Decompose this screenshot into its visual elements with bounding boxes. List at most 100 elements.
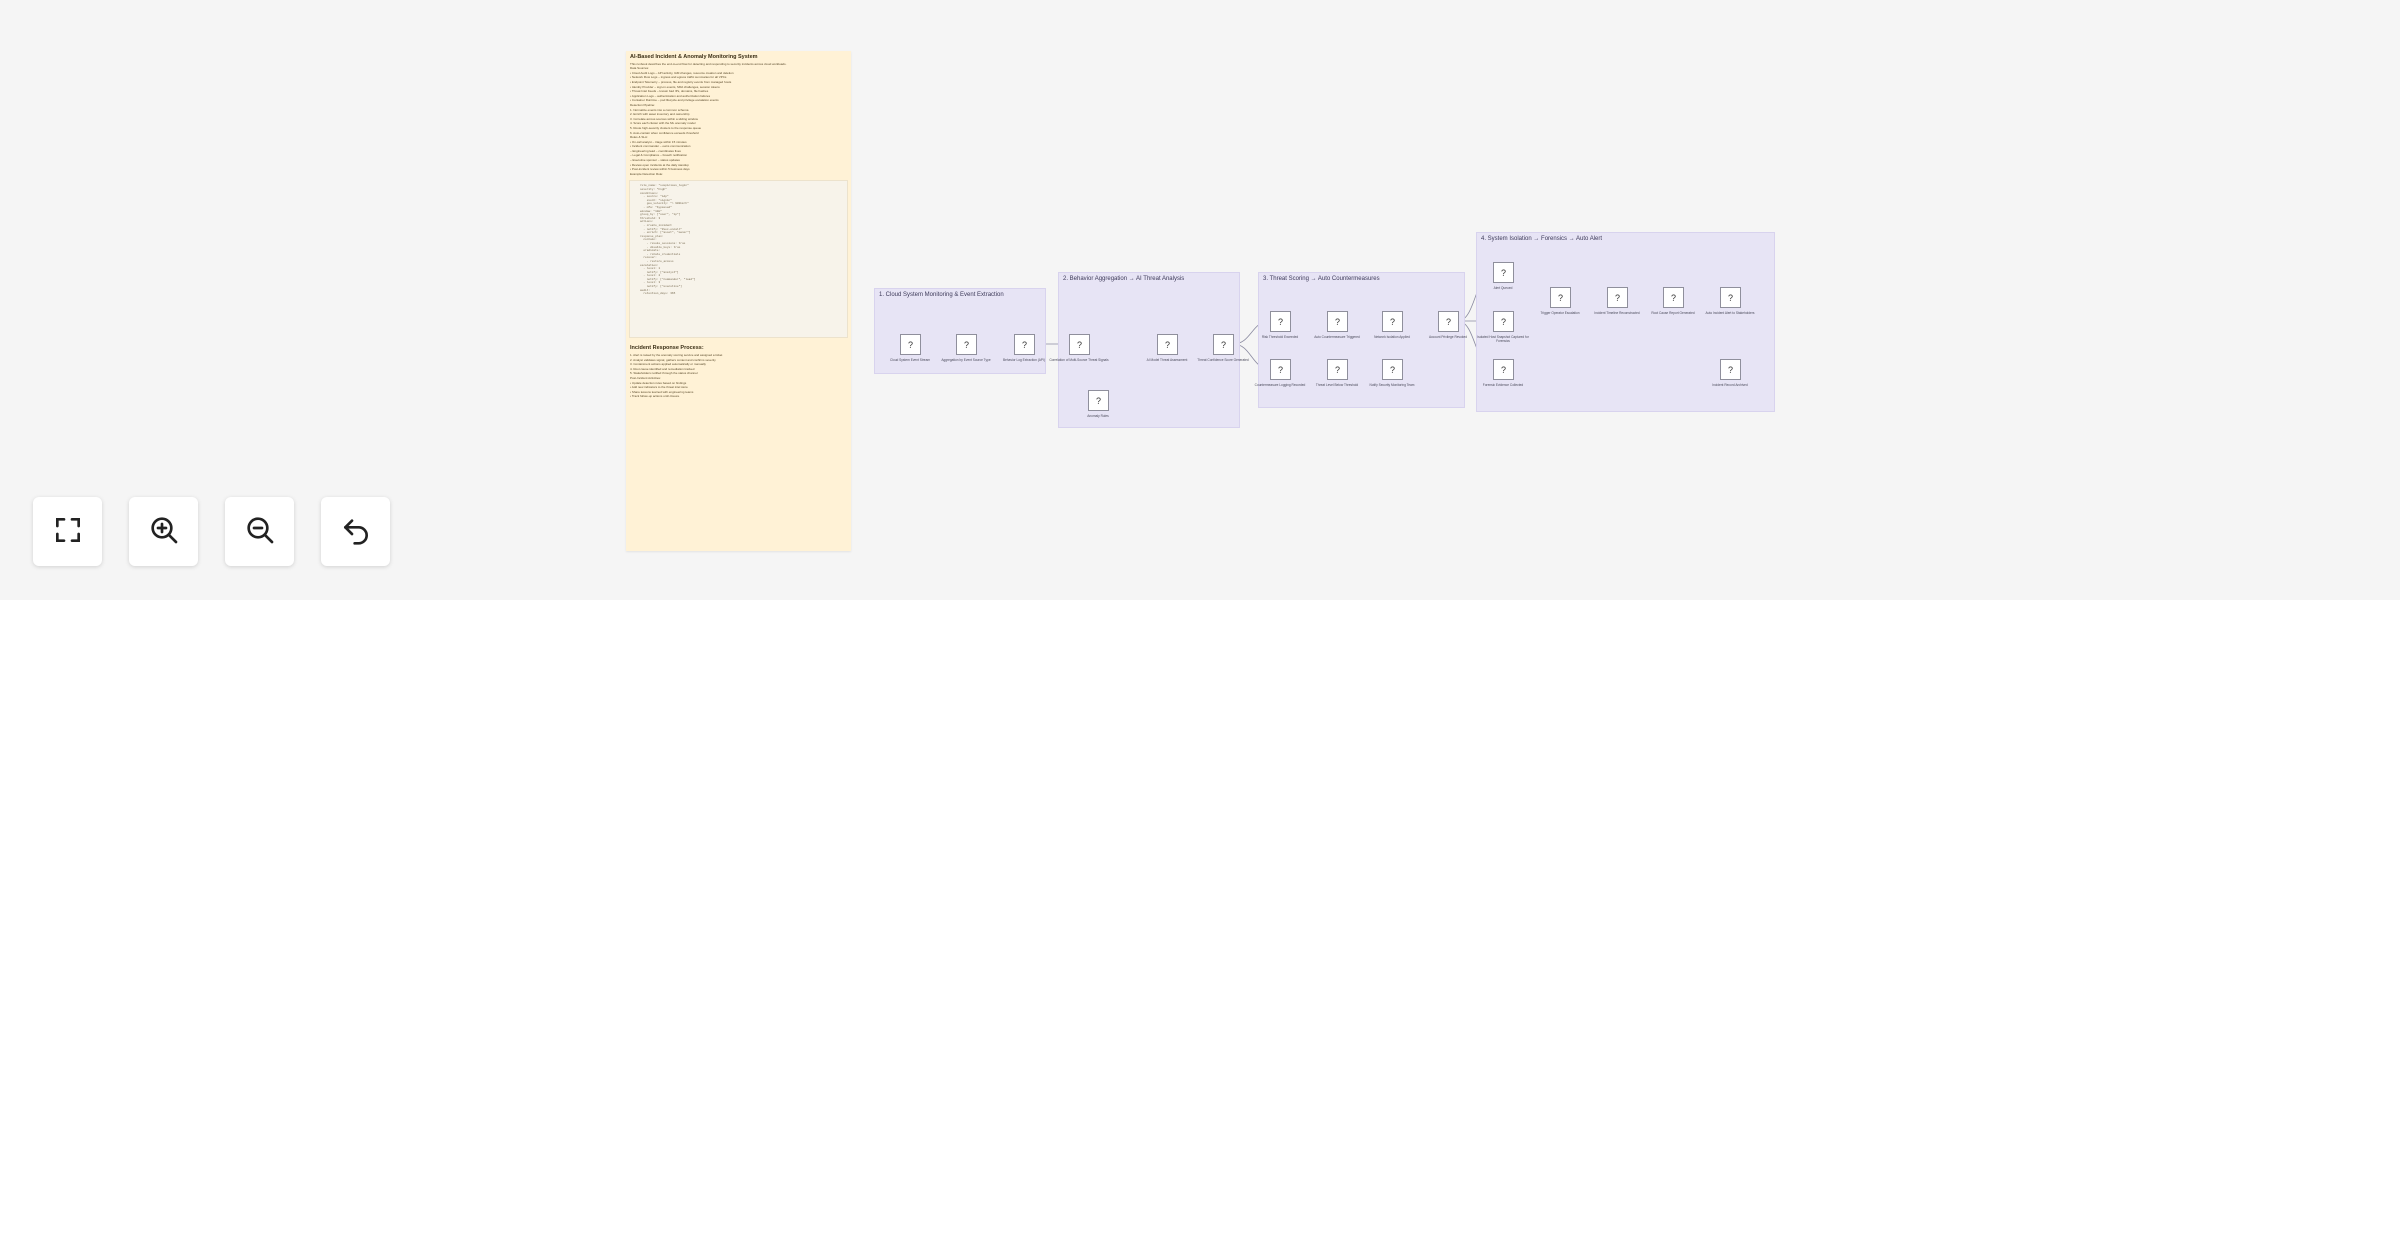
note-line: severity: "high" <box>640 188 667 192</box>
diagram-node[interactable]: ? <box>1069 334 1090 355</box>
diagram-node[interactable]: ? <box>1438 311 1459 332</box>
undo-icon <box>340 514 372 549</box>
note-line: • Threat Intel Feeds – known bad IPs, do… <box>630 89 709 94</box>
group-event-extraction[interactable]: 1. Cloud System Monitoring & Event Extra… <box>874 288 1046 374</box>
node-label: Countermeasure Logging Recorded <box>1254 383 1306 387</box>
zoom-out-button[interactable] <box>225 497 294 566</box>
node-label: Auto Incident Alert to Stakeholders <box>1705 311 1755 315</box>
diagram-node[interactable]: ? <box>1382 311 1403 332</box>
diagram-node[interactable]: ? <box>1663 287 1684 308</box>
diagram-node[interactable]: ? <box>956 334 977 355</box>
note-line: • Endpoint Telemetry – process, file and… <box>630 79 732 84</box>
note-line: • Network Flow Logs – ingress and egress… <box>630 75 727 80</box>
node-label: Notify Security Monitoring Team <box>1369 383 1415 387</box>
note-line: window: "10m" <box>640 209 662 213</box>
node-label: Correlation of Multi-Source Threat Signa… <box>1049 358 1109 362</box>
note-footer-title: Incident Response Process: <box>630 345 704 352</box>
question-mark-icon: ? <box>1277 364 1283 375</box>
diagram-node[interactable]: ? <box>1720 287 1741 308</box>
question-mark-icon: ? <box>1727 292 1733 303</box>
group-title: 4. System Isolation → Forensics → Auto A… <box>1481 236 1603 242</box>
note-line: – Legal & Compliance – breach notificati… <box>630 153 688 158</box>
note-line: - notify: "#sec-oncall" <box>640 227 682 231</box>
note-line: • Update detection rules based on findin… <box>630 380 687 385</box>
diagram-node[interactable]: ? <box>1493 359 1514 380</box>
note-line: geo_velocity: "> 900km/h" <box>640 202 689 206</box>
diagram-node[interactable]: ? <box>1270 311 1291 332</box>
question-mark-icon: ? <box>1614 292 1620 303</box>
note-line: Data Sources: <box>630 66 650 71</box>
note-line: – Engineering lead – coordinates fixes <box>630 148 681 153</box>
node-label: Trigger Operator Escalation <box>1540 311 1580 315</box>
diagram-node[interactable]: ? <box>1382 359 1403 380</box>
question-mark-icon: ? <box>1500 364 1506 375</box>
question-mark-icon: ? <box>1670 292 1676 303</box>
question-mark-icon: ? <box>1076 339 1082 350</box>
note-line: contain: <box>640 238 657 242</box>
diagram-node[interactable]: ? <box>1014 334 1035 355</box>
note-line: - create_incident <box>640 223 672 227</box>
diagram-node[interactable]: ? <box>900 334 921 355</box>
note-line: - disable_keys: true <box>640 245 681 249</box>
node-label: Account Privilege Revoked <box>1428 335 1468 339</box>
note-line: - mfa: "bypassed" <box>640 206 672 209</box>
fullscreen-button[interactable] <box>33 497 102 566</box>
note-line: • Add new indicators to the threat intel… <box>630 385 688 390</box>
undo-button[interactable] <box>321 497 390 566</box>
node-label: AI Model Threat Assessment <box>1146 358 1188 362</box>
note-line: Detection Pipeline: <box>630 102 656 107</box>
sticky-note[interactable]: AI-Based Incident & Anomaly Monitoring S… <box>626 51 851 551</box>
diagram-node[interactable]: ? <box>1213 334 1234 355</box>
note-body: This runbook describes the end-to-end fl… <box>626 62 851 177</box>
question-mark-icon: ? <box>1500 267 1506 278</box>
group-forensics-alert[interactable]: 4. System Isolation → Forensics → Auto A… <box>1476 232 1775 412</box>
node-label: Behavior Log Extraction (API) <box>1003 358 1045 362</box>
diagram-node[interactable]: ? <box>1327 359 1348 380</box>
note-line: 2. Analyst validates signal, gathers con… <box>630 357 716 362</box>
note-line: 3. Correlate across sources within a sli… <box>630 116 698 121</box>
note-line: 3. Containment actions applied automatic… <box>630 362 706 367</box>
note-line: - rotate_credentials <box>640 252 681 256</box>
note-line: 4. Root cause identified and remediation… <box>630 366 695 371</box>
question-mark-icon: ? <box>963 339 969 350</box>
diagram-node[interactable]: ? <box>1493 311 1514 332</box>
question-mark-icon: ? <box>1334 364 1340 375</box>
note-line: • Cloud Audit Logs – API activity, IAM c… <box>630 70 734 75</box>
question-mark-icon: ? <box>1445 316 1451 327</box>
diagram-canvas[interactable]: AI-Based Incident & Anomaly Monitoring S… <box>0 0 2400 600</box>
zoom-in-button[interactable] <box>129 497 198 566</box>
diagram-node[interactable]: ? <box>1157 334 1178 355</box>
note-line: - restore_access <box>640 259 674 263</box>
note-code-block: rule_name: "suspicious_login"severity: "… <box>629 180 848 339</box>
question-mark-icon: ? <box>1389 316 1395 327</box>
note-line: - source: "idp" <box>640 195 669 199</box>
node-label: Incident Timeline Reconstructed <box>1594 311 1640 315</box>
note-line: 5. Stakeholders notified through the sta… <box>630 371 698 376</box>
diagram-node[interactable]: ? <box>1550 287 1571 308</box>
zoom-in-icon <box>148 514 180 549</box>
question-mark-icon: ? <box>1500 316 1506 327</box>
note-line: Roles & SLA: <box>630 135 648 140</box>
note-line: retention_days: 365 <box>640 292 676 296</box>
note-line: • Review open incidents at the daily sta… <box>630 162 689 167</box>
note-line: 6. Auto-contain when confidence exceeds … <box>630 130 699 135</box>
note-line: 1. Normalize events into a common schema <box>630 107 689 112</box>
zoom-out-icon <box>244 514 276 549</box>
node-label: Alert Queued <box>1493 286 1513 290</box>
diagram-node[interactable]: ? <box>1720 359 1741 380</box>
diagram-node[interactable]: ? <box>1088 390 1109 411</box>
note-line: notify: ["executive"] <box>640 285 682 289</box>
note-line: escalation: <box>640 263 659 267</box>
node-label: Anomaly Rules <box>1087 414 1109 418</box>
note-line: – Executive sponsor – status updates <box>630 158 680 163</box>
note-line: actions: <box>640 220 654 224</box>
note-line: • Application Logs – authentication and … <box>630 93 711 98</box>
note-line: • Identity Provider – sign-in events, MF… <box>630 84 720 89</box>
note-line: • Container Runtime – pod lifecycle and … <box>630 98 719 103</box>
diagram-node[interactable]: ? <box>1270 359 1291 380</box>
note-line: This runbook describes the end-to-end fl… <box>630 61 787 66</box>
group-auto-countermeasures[interactable]: 3. Threat Scoring → Auto Countermeasures <box>1258 272 1465 408</box>
diagram-node[interactable]: ? <box>1607 287 1628 308</box>
diagram-node[interactable]: ? <box>1327 311 1348 332</box>
diagram-node[interactable]: ? <box>1493 262 1514 283</box>
